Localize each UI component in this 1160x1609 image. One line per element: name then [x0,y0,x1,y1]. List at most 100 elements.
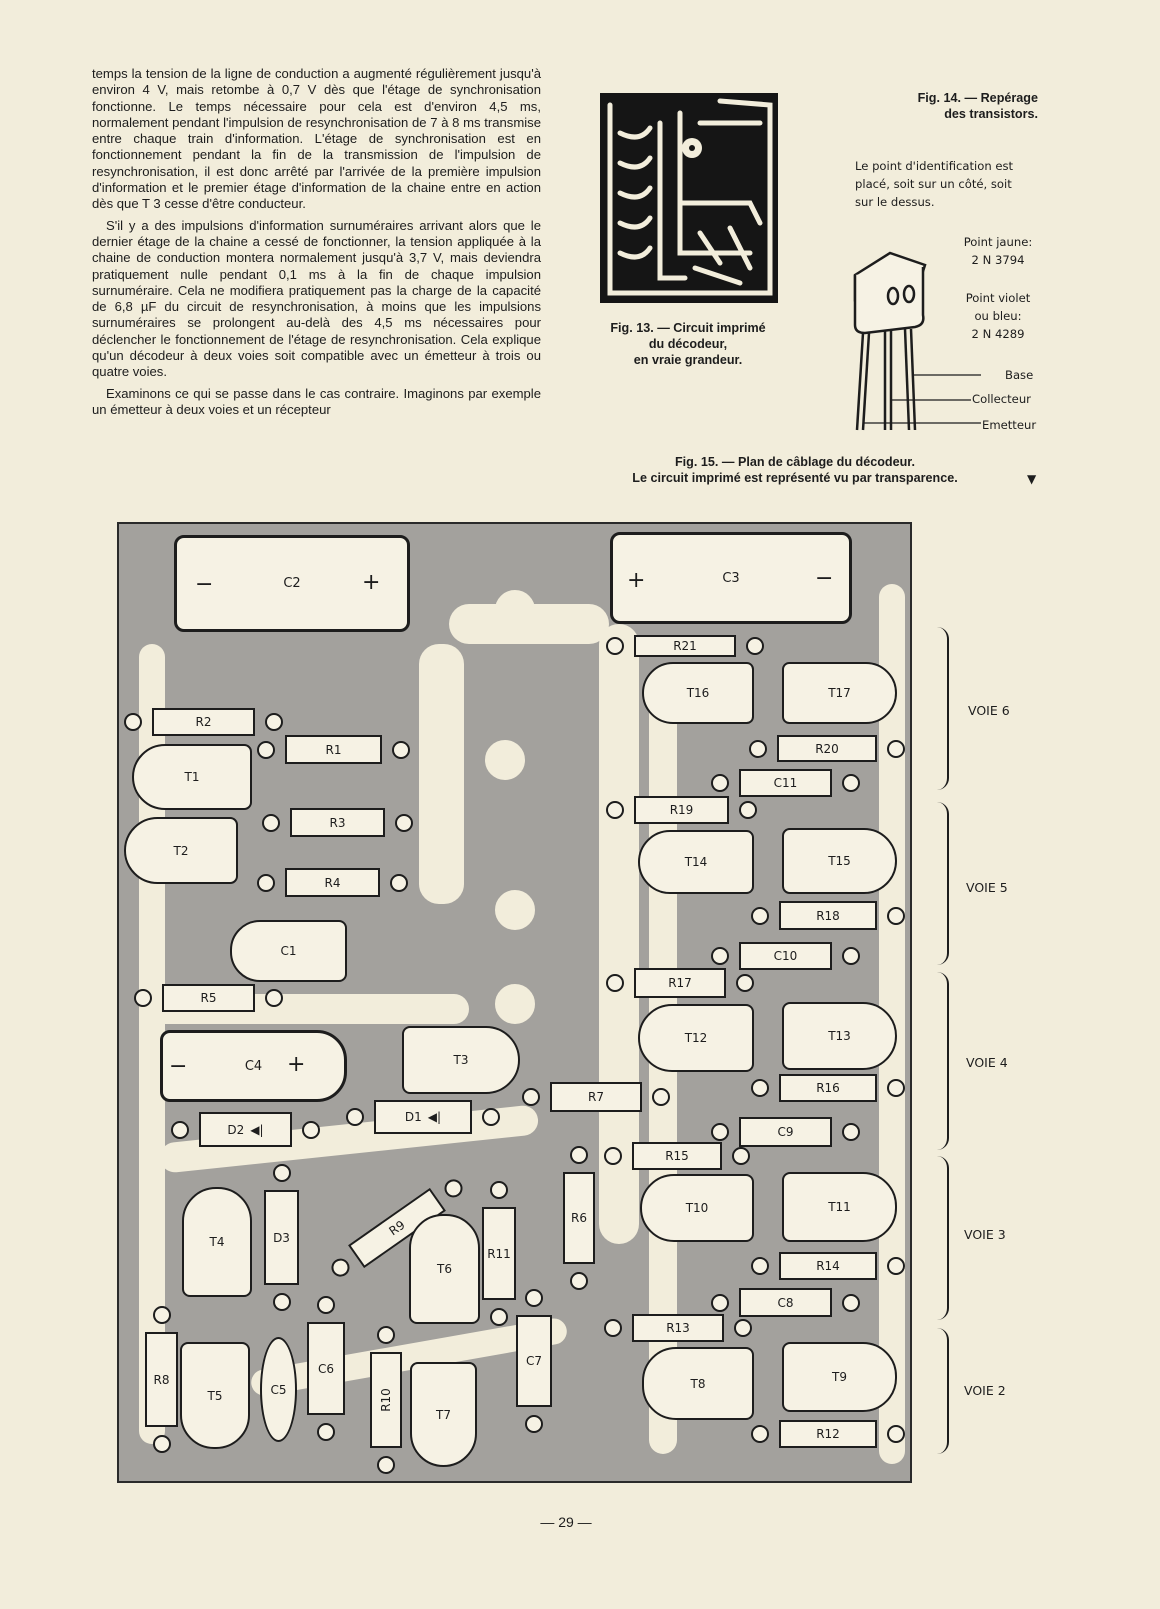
component-label: R5 [200,991,217,1005]
component-label: C2 [283,576,301,591]
component-label: R3 [329,815,346,830]
capacitor-c10: C10 [711,942,860,970]
transistor-t3: T3 [402,1026,520,1094]
component-label: C9 [777,1125,794,1139]
caption-line: Le circuit imprimé est représenté vu par… [632,471,958,485]
caption-line: en vraie grandeur. [633,353,743,367]
component-label: T12 [684,1031,708,1045]
diode-symbol-icon: ◀| [427,1110,442,1124]
transistor-drawing [853,251,981,431]
minus-sign: − [195,572,214,597]
resistor-r14: R14 [751,1252,905,1280]
transistor-t1: T1 [132,744,252,810]
fig14-note: Le point d'identification est placé, soi… [855,157,1013,211]
component-label: C6 [317,1361,334,1376]
article-text: temps la tension de la ligne de conducti… [92,66,541,418]
component-label: R16 [816,1081,840,1095]
wiring-plan-diagram: C2 − + C3 + − C4 − + R21 R2 R1 R20 C11 R… [117,522,912,1483]
paragraph: temps la tension de la ligne de conducti… [92,66,541,212]
down-arrow-icon: ▼ [1027,472,1037,486]
component-label: T8 [690,1376,706,1391]
resistor-r19: R19 [606,796,757,824]
resistor-r18: R18 [751,901,905,930]
transistor-t2: T2 [124,817,238,884]
plus-sign: + [287,1052,306,1077]
transistor-t16: T16 [642,662,754,724]
pin-emitter-label: Emetteur [982,418,1037,432]
capacitor-c1: C1 [230,920,347,982]
component-label: R20 [815,741,839,756]
transistor-t12: T12 [638,1004,754,1072]
diode-d3: D3 [264,1164,299,1311]
component-label: T4 [209,1235,225,1249]
resistor-r3: R3 [262,808,413,837]
component-label: R8 [153,1372,170,1387]
yellow-dot-label: Point jaune: 2 N 3794 [955,233,1041,269]
caption-line: Fig. 13. — Circuit imprimé [610,321,766,335]
capacitor-c5: C5 [260,1337,297,1442]
note-line: Le point d'identification est [855,159,1014,173]
component-label: D3 [273,1230,290,1245]
component-label: C7 [525,1354,542,1368]
component-label: R21 [673,639,697,653]
transistor-t9: T9 [782,1342,897,1412]
component-label: T17 [828,686,851,700]
resistor-r13: R13 [604,1314,752,1342]
transistor-t5: T5 [180,1342,250,1449]
capacitor-c8: C8 [711,1288,860,1317]
pin-base-label: Base [1005,368,1034,382]
transistor-t10: T10 [640,1174,754,1242]
caption-line: du décodeur, [648,337,728,351]
component-label: R6 [571,1211,587,1225]
resistor-r7: R7 [522,1082,670,1112]
caption-line: Fig. 15. — Plan de câblage du décodeur. [674,455,916,469]
resistor-r5: R5 [134,984,283,1012]
component-label: C3 [722,570,740,586]
component-label: T10 [685,1201,709,1215]
resistor-r10: R10 [370,1326,402,1474]
diode-d1: D1◀| [346,1100,500,1134]
fig13-pcb-image [600,93,778,303]
capacitor-c3: C3 [610,532,852,624]
component-label: C10 [773,949,798,963]
resistor-r21: R21 [606,635,764,657]
plus-sign: + [362,570,381,595]
component-label: T15 [828,854,851,868]
transistor-t8: T8 [642,1347,754,1420]
component-label: C4 [244,1058,263,1074]
component-label: R2 [195,715,212,729]
note-line: placé, soit sur un côté, soit [855,177,1012,191]
capacitor-c6: C6 [307,1296,345,1441]
channel-label-voie-3: VOIE 3 [964,1227,1006,1242]
transistor-t11: T11 [782,1172,897,1242]
component-label: R18 [816,908,840,923]
pin-collector-label: Collecteur [972,392,1031,406]
plus-sign: + [627,568,646,593]
component-label: T2 [173,843,189,858]
channel-brace [935,1156,949,1320]
component-label: R14 [816,1259,840,1273]
diode-d2: D2◀| [171,1112,320,1147]
capacitor-c11: C11 [711,769,860,797]
channel-brace [935,1328,949,1454]
minus-sign: − [815,566,834,591]
transistor-t6: T6 [409,1214,480,1324]
component-label: C8 [777,1295,794,1310]
component-label: R15 [665,1149,689,1163]
capacitor-c2: C2 [174,535,410,632]
component-label: T14 [684,855,708,869]
component-label: T11 [828,1200,851,1214]
resistor-r17: R17 [606,968,754,998]
paragraph: Examinons ce qui se passe dans le cas co… [92,385,541,417]
component-label: T5 [207,1388,223,1403]
component-label: R19 [669,803,694,817]
note-line: Point jaune: [963,235,1033,249]
resistor-r16: R16 [751,1074,905,1102]
channel-brace [935,802,949,965]
minus-sign: − [169,1054,188,1079]
component-label: R1 [325,742,342,757]
paragraph: S'il y a des impulsions d'information su… [92,217,541,380]
component-label: R13 [666,1321,690,1335]
resistor-r11: R11 [482,1181,516,1326]
component-label: R4 [324,875,341,890]
